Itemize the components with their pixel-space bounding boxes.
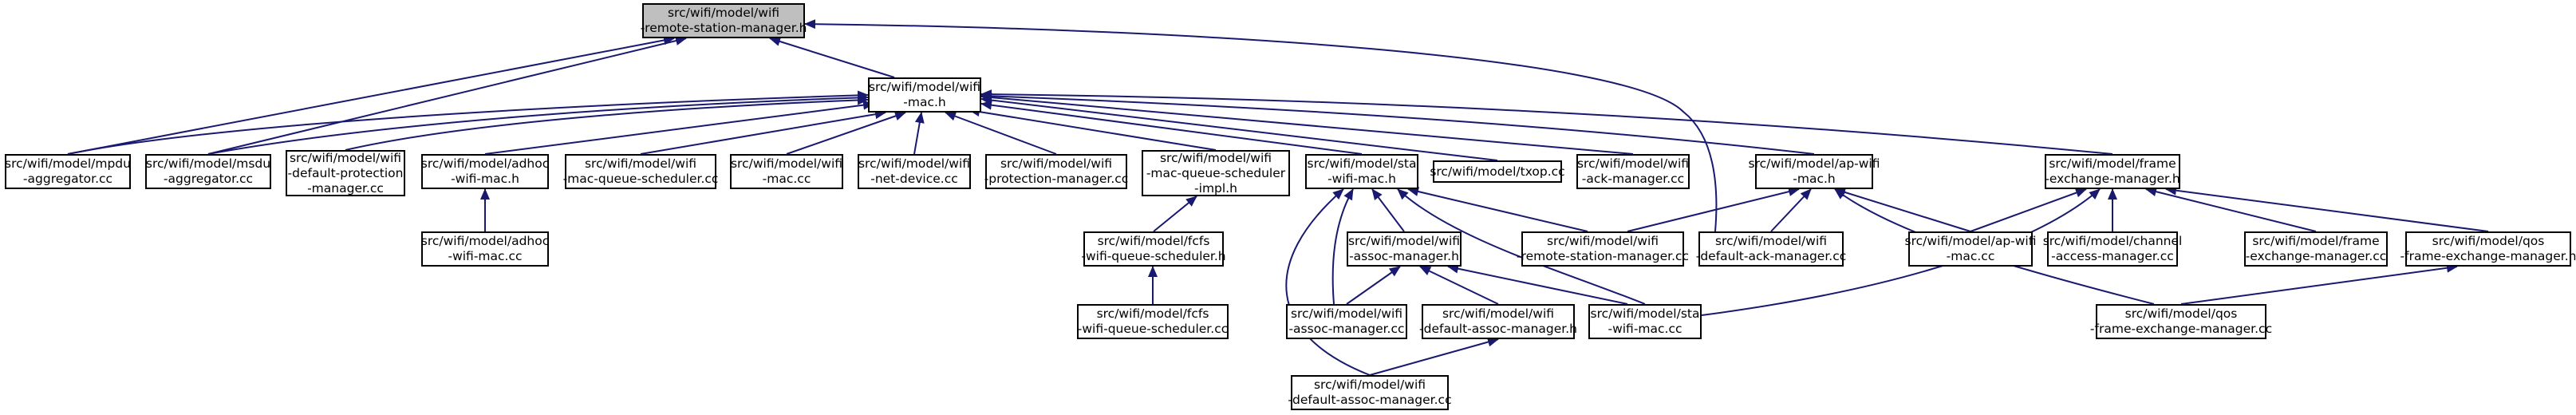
dependency-edges — [67, 19, 2489, 376]
edge-default_assoc_cc-to-sta_h — [1285, 188, 1371, 376]
edge-sta_cc-to-assoc_h — [1447, 263, 1628, 305]
edge-assoc_h-to-sta_h — [1371, 188, 1405, 232]
node-sta-wifi-mac-cc[interactable]: src/wifi/model/sta -wifi-mac.cc — [1588, 304, 1702, 339]
edge-default_ack_cc-to-ap_h — [1770, 188, 1812, 232]
edge-mac_queue_scheduler_impl_h-to-wifi_mac_h — [968, 107, 1217, 151]
edge-wifi_mac_h-to-root — [769, 37, 895, 78]
node-wifi-ack-manager-cc[interactable]: src/wifi/model/wifi -ack-manager.cc — [1576, 154, 1690, 189]
edge-mpdu_agg-to-wifi_mac_h — [67, 90, 869, 155]
edge-rsm_cc-to-sta_h — [1407, 187, 1588, 232]
node-wifi-mac-h[interactable]: src/wifi/model/wifi -mac.h — [868, 77, 981, 113]
edge-default_protection-to-wifi_mac_h — [345, 95, 869, 151]
node-adhoc-wifi-mac-h[interactable]: src/wifi/model/adhoc -wifi-mac.h — [421, 154, 549, 189]
edge-msdu_agg-to-root — [207, 36, 687, 155]
node-wifi-default-assoc-manager-h[interactable]: src/wifi/model/wifi -default-assoc-manag… — [1419, 304, 1577, 339]
edge-qos_fem_cc-to-qos_fem_h — [2180, 263, 2458, 305]
edge-wifi_mac_cc-to-wifi_mac_h — [786, 111, 906, 155]
edge-ap_cc-to-fem_h — [1970, 188, 2087, 232]
node-wifi-remote-station-manager-cc[interactable]: src/wifi/model/wifi -remote-station-mana… — [1517, 231, 1689, 267]
edge-sta_cc-to-sta_h — [1397, 188, 1646, 305]
node-adhoc-wifi-mac-cc[interactable]: src/wifi/model/adhoc -wifi-mac.cc — [421, 231, 549, 267]
edge-fem_cc-to-fem_h — [2145, 187, 2317, 232]
node-wifi-default-assoc-manager-cc[interactable]: src/wifi/model/wifi -default-assoc-manag… — [1288, 375, 1452, 410]
edge-txop_cc-to-wifi_mac_h — [980, 95, 1498, 161]
edge-sta_h-to-wifi_mac_h — [980, 100, 1363, 155]
edge-mpdu_agg-to-root — [67, 35, 675, 155]
node-txop-cc[interactable]: src/wifi/model/txop.cc — [1430, 160, 1565, 183]
node-wifi-mac-cc[interactable]: src/wifi/model/wifi -mac.cc — [730, 154, 843, 189]
node-frame-exchange-manager-h[interactable]: src/wifi/model/frame -exchange-manager.h — [2045, 154, 2180, 189]
node-wifi-assoc-manager-h[interactable]: src/wifi/model/wifi -assoc-manager.h — [1347, 231, 1462, 267]
edge-fem_h-to-wifi_mac_h — [980, 89, 2113, 155]
node-sta-wifi-mac-h[interactable]: src/wifi/model/sta -wifi-mac.h — [1305, 154, 1418, 189]
node-wifi-remote-station-manager-h: src/wifi/model/wifi -remote-station-mana… — [641, 3, 807, 38]
node-fcfs-wifi-queue-scheduler-cc[interactable]: src/wifi/model/fcfs -wifi-queue-schedule… — [1077, 304, 1229, 339]
edge-rsm_cc-to-root — [804, 19, 1718, 232]
node-qos-frame-exchange-manager-h[interactable]: src/wifi/model/qos -frame-exchange-manag… — [2400, 231, 2576, 267]
edge-net_device_cc-to-wifi_mac_h — [913, 112, 925, 155]
edge-assoc_cc-to-assoc_h — [1346, 266, 1401, 305]
node-fcfs-wifi-queue-scheduler-h[interactable]: src/wifi/model/fcfs -wifi-queue-schedule… — [1081, 231, 1226, 267]
node-channel-access-manager-cc[interactable]: src/wifi/model/channel -access-manager.c… — [2043, 231, 2182, 267]
node-msdu-aggregator-cc[interactable]: src/wifi/model/msdu -aggregator.cc — [145, 154, 271, 189]
edge-protection_manager_cc-to-wifi_mac_h — [945, 111, 1057, 155]
edge-mac_queue_scheduler_cc-to-wifi_mac_h — [640, 109, 886, 155]
edge-ap_h-to-wifi_mac_h — [980, 91, 1815, 155]
node-wifi-default-protection-manager-cc[interactable]: src/wifi/model/wifi -default-protection … — [286, 150, 405, 196]
node-wifi-default-ack-manager-cc[interactable]: src/wifi/model/wifi -default-ack-manager… — [1696, 231, 1846, 267]
node-ap-wifi-mac-h[interactable]: src/wifi/model/ap-wifi -mac.h — [1749, 154, 1880, 189]
edge-adhoc_h-to-wifi_mac_h — [484, 100, 874, 155]
node-mpdu-aggregator-cc[interactable]: src/wifi/model/mpdu -aggregator.cc — [5, 154, 131, 189]
edge-ack_manager_cc-to-wifi_mac_h — [980, 93, 1634, 155]
node-wifi-net-device-cc[interactable]: src/wifi/model/wifi -net-device.cc — [858, 154, 971, 189]
node-ap-wifi-mac-cc[interactable]: src/wifi/model/ap-wifi -mac.cc — [1905, 231, 2037, 267]
edge-default_assoc_cc-to-default_assoc_h — [1369, 337, 1499, 376]
node-wifi-mac-queue-scheduler-cc[interactable]: src/wifi/model/wifi -mac-queue-scheduler… — [563, 154, 718, 189]
node-wifi-protection-manager-cc[interactable]: src/wifi/model/wifi -protection-manager.… — [984, 154, 1128, 189]
node-qos-frame-exchange-manager-cc[interactable]: src/wifi/model/qos -frame-exchange-manag… — [2090, 304, 2272, 339]
edge-msdu_agg-to-wifi_mac_h — [207, 93, 869, 155]
edge-fcfs_h-to-mac_queue_scheduler_impl_h — [1153, 196, 1197, 232]
edge-assoc_cc-to-sta_h — [1331, 188, 1354, 305]
edge-default_assoc_h-to-assoc_h — [1419, 266, 1499, 305]
edge-rsm_cc-to-ap_h — [1627, 187, 1800, 232]
edge-ap_cc-to-ap_h — [1834, 188, 1971, 232]
node-wifi-assoc-manager-cc[interactable]: src/wifi/model/wifi -assoc-manager.cc — [1286, 304, 1407, 339]
node-frame-exchange-manager-cc[interactable]: src/wifi/model/frame -exchange-manager.c… — [2244, 231, 2388, 267]
edge-qos_fem_h-to-fem_h — [2165, 185, 2489, 232]
node-wifi-mac-queue-scheduler-impl-h[interactable]: src/wifi/model/wifi -mac-queue-scheduler… — [1142, 150, 1290, 196]
